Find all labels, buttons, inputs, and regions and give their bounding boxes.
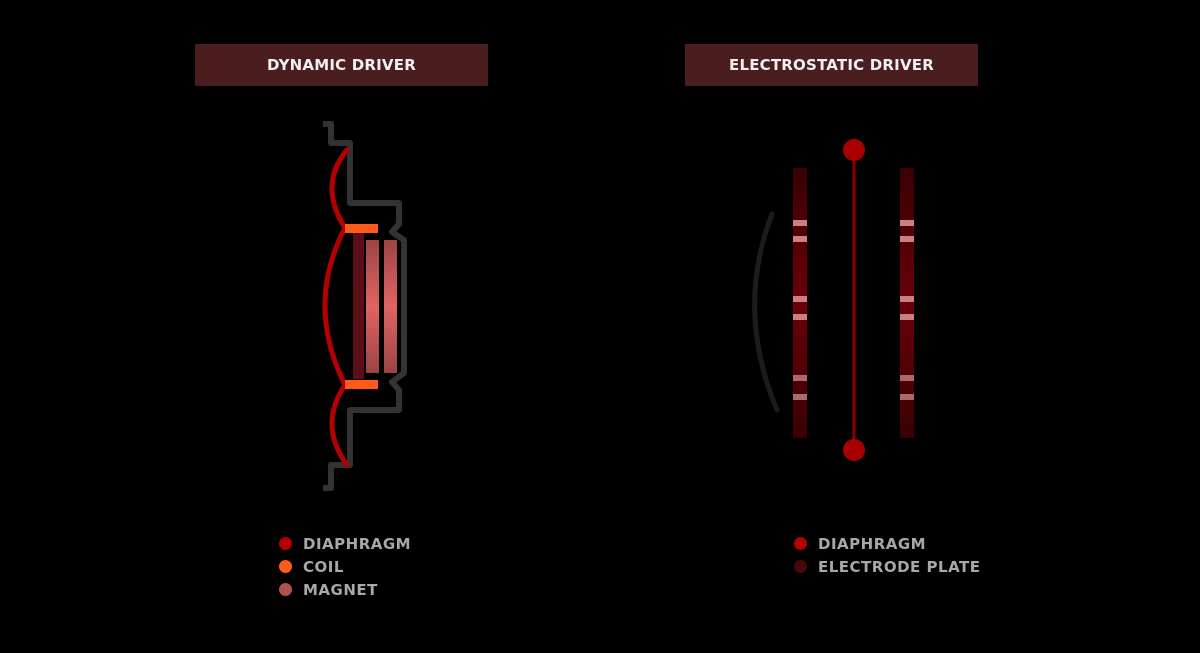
diaphragm-terminal-top xyxy=(843,139,865,161)
legend-label: DIAPHRAGM xyxy=(818,534,927,553)
legend-label: ELECTRODE PLATE xyxy=(818,557,981,576)
diaphragm xyxy=(322,147,350,468)
legend-item: DIAPHRAGM xyxy=(279,532,411,555)
electrode-plate-dot-icon xyxy=(794,560,807,573)
electrode-plate-right xyxy=(900,168,914,438)
coil-dot-icon xyxy=(279,560,292,573)
legend-label: DIAPHRAGM xyxy=(303,534,412,553)
coil-bottom xyxy=(345,380,378,389)
sound-wave-arc xyxy=(752,211,780,413)
diaphragm-terminal-bottom xyxy=(843,439,865,461)
electrostatic-driver-diagram xyxy=(752,139,914,461)
dynamic-legend: DIAPHRAGM COIL MAGNET xyxy=(279,532,411,601)
electrostatic-driver-title: ELECTROSTATIC DRIVER xyxy=(685,44,978,86)
electrode-plate-left xyxy=(793,168,807,438)
magnet-outer xyxy=(384,240,397,373)
diaphragm-membrane xyxy=(852,150,856,450)
legend-item: ELECTRODE PLATE xyxy=(794,555,981,578)
plate-bands xyxy=(793,220,914,400)
magnet-inner xyxy=(366,240,379,373)
legend-item: COIL xyxy=(279,555,411,578)
legend-item: MAGNET xyxy=(279,578,411,601)
dynamic-driver-diagram xyxy=(322,121,407,491)
legend-item: DIAPHRAGM xyxy=(794,532,981,555)
dynamic-driver-title: DYNAMIC DRIVER xyxy=(195,44,488,86)
coil-top xyxy=(345,224,378,233)
magnet-dot-icon xyxy=(279,583,292,596)
diaphragm-dot-icon xyxy=(794,537,807,550)
diaphragm-dot-icon xyxy=(279,537,292,550)
electrostatic-legend: DIAPHRAGM ELECTRODE PLATE xyxy=(794,532,981,578)
magnet-core xyxy=(353,233,364,379)
legend-label: MAGNET xyxy=(303,580,378,599)
legend-label: COIL xyxy=(303,557,344,576)
